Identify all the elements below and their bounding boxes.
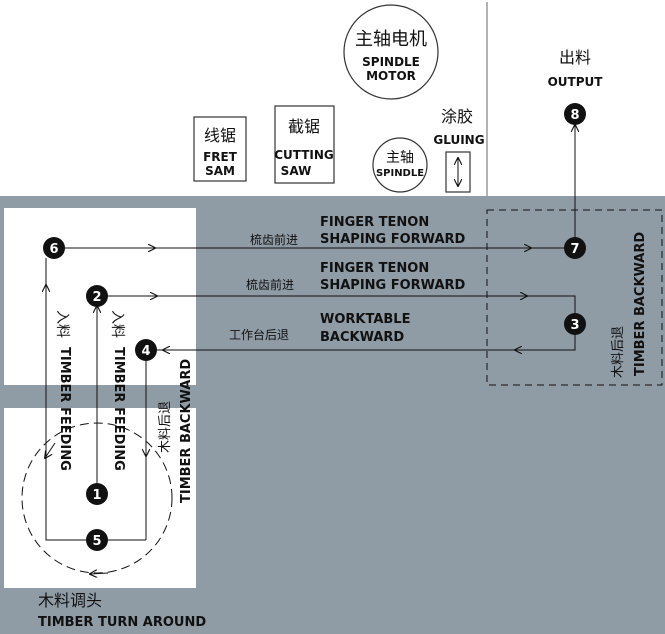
step-number: 8 [570, 108, 579, 123]
step-marker-4: 4 [135, 339, 157, 361]
turn-arrow-bottom [90, 573, 109, 574]
gluing-en: GLUING [433, 133, 484, 147]
turn-arrow-top [45, 442, 56, 458]
finger2-cn: 梳齿前进 [246, 277, 294, 292]
step-marker-1: 1 [86, 483, 108, 505]
path-2-3 [97, 295, 576, 314]
cutting-saw-box [274, 105, 335, 184]
worktable-en1: WORKTABLE [320, 312, 410, 327]
step-number: 2 [92, 290, 101, 305]
spindle-motor-circle [343, 4, 439, 100]
step-marker-7: 7 [564, 237, 586, 259]
worktable-en2: BACKWARD [320, 330, 404, 345]
step-number: 1 [92, 488, 101, 503]
cutting-saw-en2: SAW [281, 164, 312, 178]
feed1-cn: 入料 [54, 310, 70, 338]
turn-cn: 木料调头 [38, 591, 102, 610]
spindle-motor-en2: MOTOR [366, 69, 416, 83]
feed2-cn: 入料 [109, 310, 125, 338]
cutting-saw-cn: 截锯 [288, 117, 320, 136]
step-number: 7 [570, 242, 579, 257]
step-marker-3: 3 [564, 313, 586, 335]
backward-left-en: TIMBER BACKWARD [179, 359, 194, 503]
spindle-en: SPINDLE [376, 168, 424, 179]
finger1-en2: SHAPING FORWARD [320, 232, 466, 247]
feed1-en: TIMBER FEEDING [57, 347, 72, 471]
backward-left-cn: 木料后退 [158, 401, 173, 453]
finger1-cn: 梳齿前进 [250, 232, 298, 247]
finger2-en2: SHAPING FORWARD [320, 278, 466, 293]
step-number: 3 [570, 318, 579, 333]
step-number: 6 [49, 242, 58, 257]
finger1-en1: FINGER TENON [320, 215, 429, 230]
fret-saw-cn: 线锯 [204, 126, 236, 145]
fret-saw-en2: SAM [205, 164, 235, 178]
step-number: 4 [141, 344, 150, 359]
path-5-6 [45, 258, 146, 541]
step-marker-6: 6 [43, 237, 65, 259]
gluing-cn: 涂胶 [441, 107, 473, 126]
step-marker-8: 8 [564, 103, 586, 125]
output-cn: 出料 [559, 48, 591, 67]
spindle-cn: 主轴 [386, 150, 414, 166]
spindle-circle [372, 137, 428, 193]
step-number: 5 [92, 534, 101, 549]
feed-zone-gap [4, 383, 196, 385]
step-marker-5: 5 [86, 529, 108, 551]
backward-right-en: TIMBER BACKWARD [633, 232, 648, 376]
spindle-motor-en1: SPINDLE [362, 55, 420, 69]
step-marker-2: 2 [86, 285, 108, 307]
output-en: OUTPUT [548, 75, 604, 89]
cutting-saw-en1: CUTTING [274, 148, 334, 162]
worktable-cn: 工作台后退 [229, 327, 289, 342]
path-3-4 [156, 334, 576, 351]
finger2-en1: FINGER TENON [320, 261, 429, 276]
backward-right-cn: 木料后退 [611, 326, 626, 378]
fret-saw-en1: FRET [203, 150, 238, 164]
fret-saw-box [193, 116, 247, 182]
feed2-en: TIMBER FEEDING [111, 347, 126, 471]
flow-paths [21, 125, 576, 574]
spindle-motor-cn: 主轴电机 [355, 29, 427, 50]
turn-en: TIMBER TURN AROUND [38, 615, 206, 630]
